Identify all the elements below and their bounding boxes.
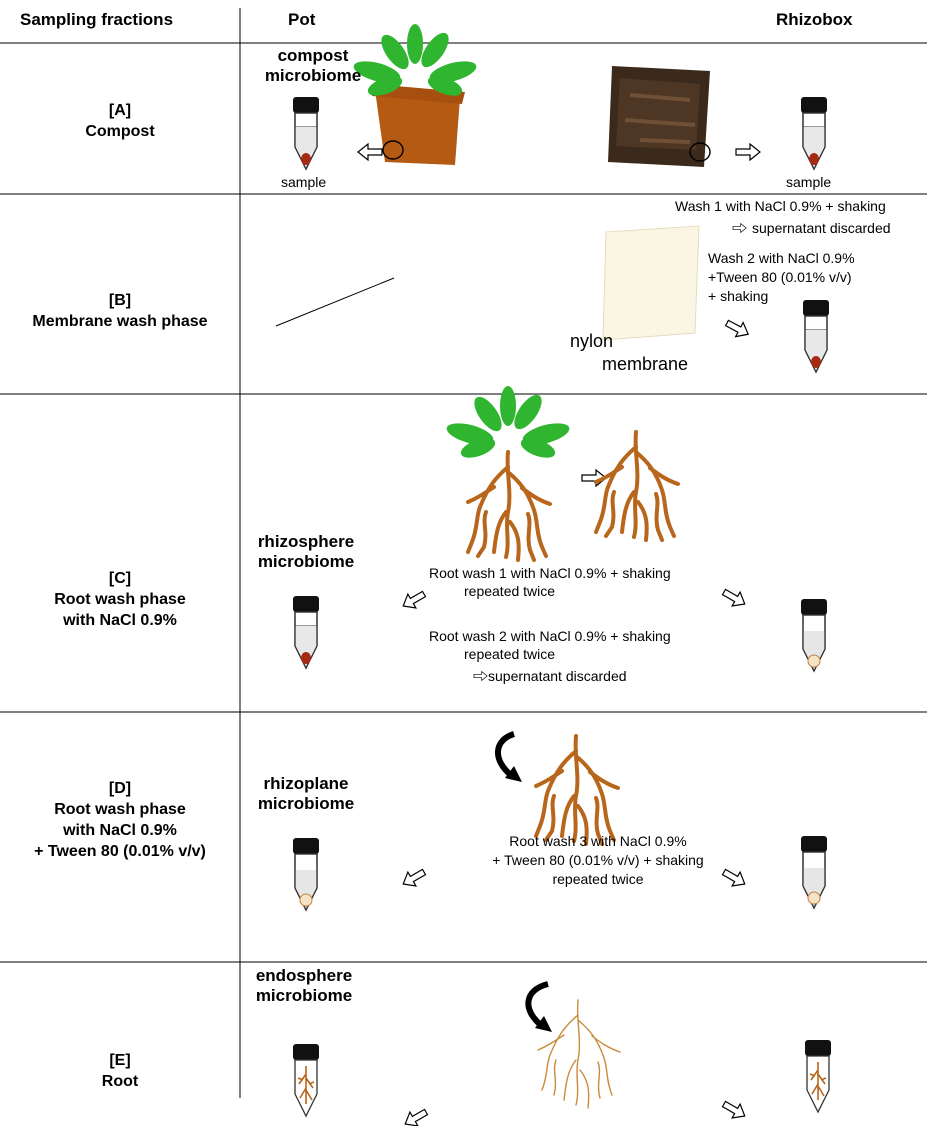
arrow-to-tube-b xyxy=(722,315,753,342)
wash2-line2: +Tween 80 (0.01% v/v) xyxy=(708,269,852,285)
row-e-label: [E] Root xyxy=(0,1050,240,1092)
compost-microbiome-line1: compost xyxy=(277,46,349,65)
row-e-code: [E] xyxy=(109,1052,131,1069)
wash2-line3: + shaking xyxy=(708,288,769,304)
roots-icon xyxy=(594,430,680,542)
membrane-label: membrane xyxy=(602,354,689,374)
rhizoplane-line1: rhizoplane xyxy=(263,774,349,793)
arrow-left-pot xyxy=(357,143,383,161)
wash1-note: Wash 1 with NaCl 0.9% + shaking xyxy=(675,198,886,214)
arrow-discard-1 xyxy=(732,223,747,233)
arrow-to-pot-e xyxy=(400,1104,431,1126)
arrow-to-rhizobox-e xyxy=(719,1096,750,1124)
endosphere-microbiome-label: endosphere microbiome xyxy=(244,966,364,1006)
tube-rhizoplane-pot xyxy=(292,837,320,911)
rhizoplane-line2: microbiome xyxy=(257,794,355,813)
arrow-to-pot-c xyxy=(398,586,429,614)
roots-under-plant xyxy=(466,450,552,562)
tube-rhizosphere-rhizobox xyxy=(800,598,828,672)
root-wash2-repeat: repeated twice xyxy=(464,646,556,662)
tube-endosphere-pot xyxy=(292,1043,320,1117)
root-wash3-note: Root wash 3 with NaCl 0.9% + Tween 80 (0… xyxy=(440,832,756,889)
tube-rhizosphere-pot xyxy=(292,595,320,669)
row-c-name-2: with NaCl 0.9% xyxy=(63,612,177,629)
sample-circle-rhizobox xyxy=(689,142,711,162)
row-c-label: [C] Root wash phase with NaCl 0.9% xyxy=(0,568,240,631)
row-a-code: [A] xyxy=(108,102,132,119)
rhizosphere-line2: microbiome xyxy=(257,552,355,571)
rhizoplane-microbiome-label: rhizoplane microbiome xyxy=(246,774,366,814)
tube-compost-pot xyxy=(292,96,320,170)
arrow-to-rhizobox-c xyxy=(719,584,750,612)
row-c-code: [C] xyxy=(108,570,132,587)
root-wash1-repeat: repeated twice xyxy=(464,583,556,599)
row-d-name-1: Root wash phase xyxy=(54,801,186,818)
arrow-discard-2 xyxy=(473,671,488,681)
arrow-right-rhizobox xyxy=(735,143,761,161)
curved-arrow-e xyxy=(525,981,549,1029)
row-b-code: [B] xyxy=(108,292,132,309)
rhizosphere-line1: rhizosphere xyxy=(257,532,355,551)
not-applicable-line xyxy=(275,277,395,327)
root-wash3-line1: Root wash 3 with NaCl 0.9% xyxy=(509,833,687,849)
sample-circle-pot xyxy=(382,140,404,160)
row-c-name-1: Root wash phase xyxy=(54,591,186,608)
tube-membrane xyxy=(802,299,830,373)
compost-block-icon xyxy=(608,66,710,167)
tube-compost-rhizobox xyxy=(800,96,828,170)
compost-microbiome-label: compost microbiome xyxy=(258,46,368,86)
endosphere-line1: endosphere xyxy=(255,966,353,985)
tube-rhizoplane-rhizobox xyxy=(800,835,828,909)
row-d-name-3: + Tween 80 (0.01% v/v) xyxy=(34,843,206,860)
wash2-note: Wash 2 with NaCl 0.9% +Tween 80 (0.01% v… xyxy=(708,249,855,306)
compost-microbiome-line2: microbiome xyxy=(264,66,362,85)
rhizosphere-microbiome-label: rhizosphere microbiome xyxy=(246,532,366,572)
row-b-name: Membrane wash phase xyxy=(32,313,208,330)
root-wash2-note: Root wash 2 with NaCl 0.9% + shaking xyxy=(429,628,671,644)
row-e-name: Root xyxy=(101,1073,139,1090)
wash1-discard-note: supernatant discarded xyxy=(752,220,891,236)
header-sampling-fractions: Sampling fractions xyxy=(20,10,174,29)
row-d-label: [D] Root wash phase with NaCl 0.9% + Twe… xyxy=(0,778,240,862)
curved-arrow-d xyxy=(495,731,516,779)
sample-rhizobox-label: sample xyxy=(786,174,832,190)
arrow-to-pot-d xyxy=(398,864,429,892)
row-d-code: [D] xyxy=(108,780,132,797)
root-wash3-line2: + Tween 80 (0.01% v/v) + shaking xyxy=(492,852,704,868)
header-rhizobox: Rhizobox xyxy=(776,10,853,29)
row-b-label: [B] Membrane wash phase xyxy=(0,290,240,332)
pot-icon xyxy=(372,84,465,165)
thin-roots-e xyxy=(537,999,621,1109)
root-wash1-note: Root wash 1 with NaCl 0.9% + shaking xyxy=(429,565,671,581)
header-pot: Pot xyxy=(288,10,316,29)
roots-d xyxy=(534,734,620,846)
row-a-label: [A] Compost xyxy=(0,100,240,142)
endosphere-line2: microbiome xyxy=(255,986,353,1005)
root-wash3-repeat: repeated twice xyxy=(552,871,644,887)
sample-pot-label: sample xyxy=(281,174,327,190)
wash2-line1: Wash 2 with NaCl 0.9% xyxy=(708,250,855,266)
row-d-name-2: with NaCl 0.9% xyxy=(63,822,177,839)
nylon-membrane-icon xyxy=(602,225,700,341)
root-wash2-discard: supernatant discarded xyxy=(488,668,627,684)
nylon-label: nylon xyxy=(570,331,614,351)
row-a-name: Compost xyxy=(85,123,155,140)
tube-endosphere-rhizobox xyxy=(804,1039,832,1113)
